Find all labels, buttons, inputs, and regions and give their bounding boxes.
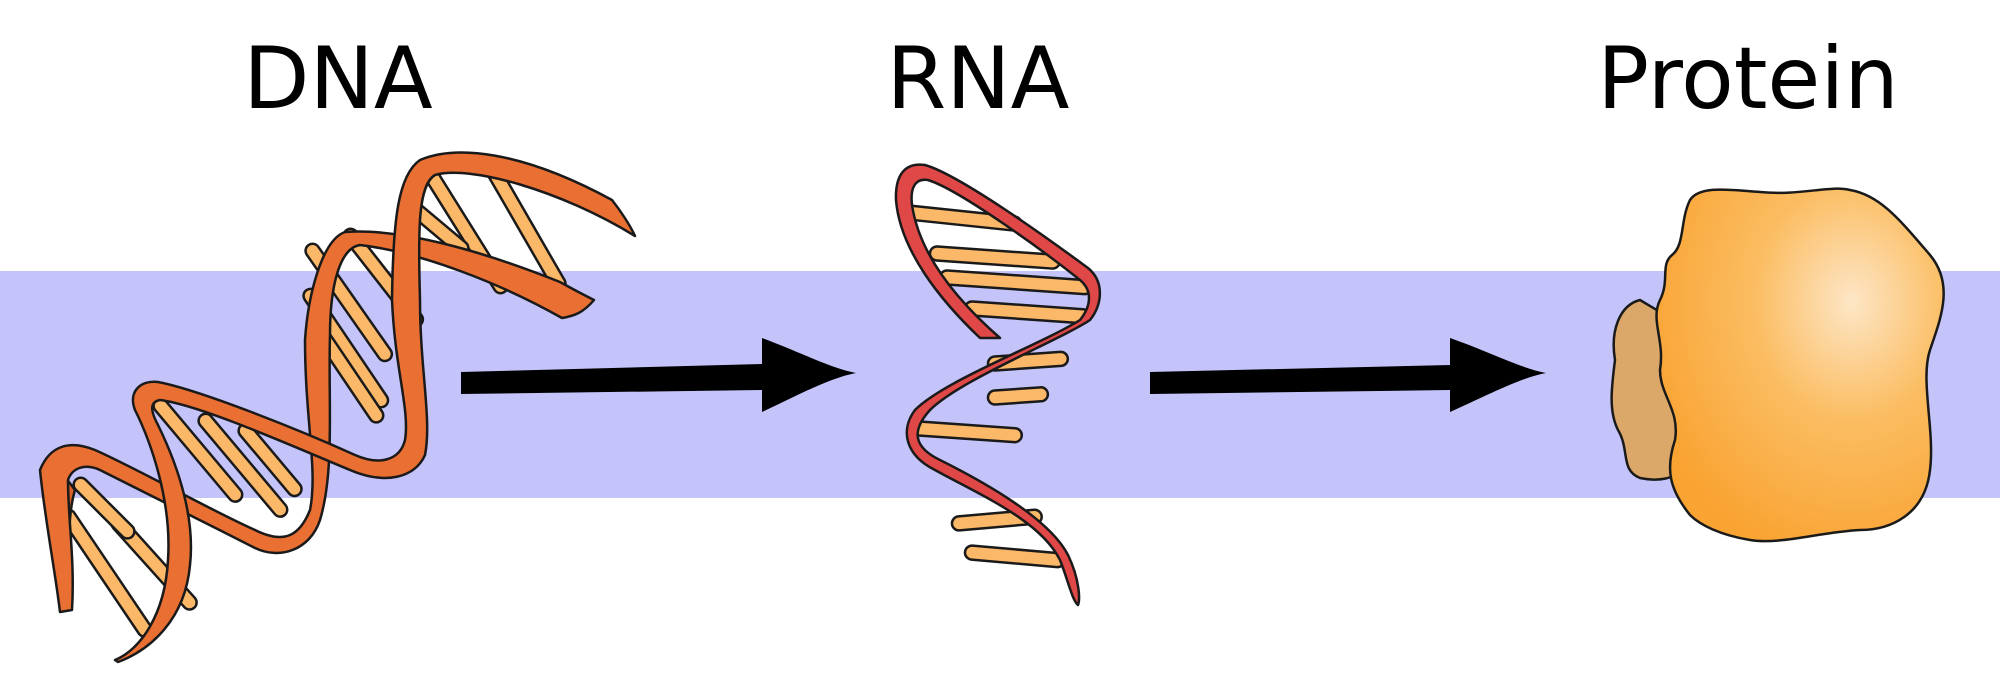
arrow-right-icon	[1150, 338, 1546, 412]
arrow-rna-to-protein	[1150, 338, 1546, 412]
rna-strand-icon	[894, 163, 1102, 607]
dna-helix-icon	[38, 151, 637, 664]
arrow-right-icon	[461, 338, 856, 412]
rna-label: RNA	[886, 29, 1070, 129]
protein-blob-icon	[1610, 187, 1945, 543]
arrow-dna-to-rna	[461, 338, 856, 412]
protein-body	[1655, 187, 1945, 543]
dna-strand-b	[113, 151, 637, 664]
rna-backbone	[894, 163, 1102, 607]
dna-strand-a	[38, 230, 596, 614]
protein-label: Protein	[1597, 29, 1899, 129]
dna-label: DNA	[243, 29, 433, 129]
